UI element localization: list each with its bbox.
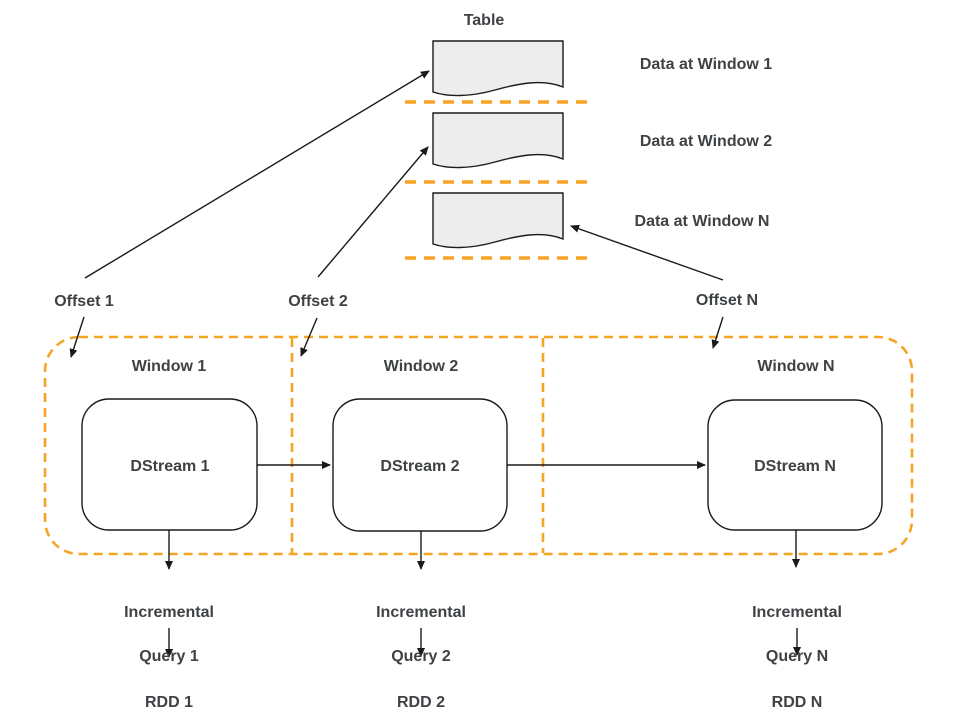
- table-title: Table: [463, 12, 505, 29]
- arrow-offsetn-to-windown: [711, 316, 724, 349]
- dstream-n-label: DStream N: [754, 458, 836, 475]
- document-shape-window-2: [432, 112, 564, 169]
- document-shape-window-1: [432, 40, 564, 97]
- rdd-n-label: RDD N generated: [722, 670, 872, 720]
- incremental-query-n-label: Incremental Query N: [722, 580, 872, 668]
- dstream-2-label: DStream 2: [380, 458, 460, 475]
- window-1-label: Window 1: [131, 358, 207, 375]
- offset-n-label: Offset N: [695, 292, 759, 309]
- query-n-line2: Query N: [765, 648, 829, 665]
- offset-1-label: Offset 1: [54, 293, 114, 310]
- query-2-line2: Query 2: [391, 648, 451, 665]
- arrow-offset2-to-window2: [300, 317, 318, 357]
- window-n-label: Window N: [757, 358, 835, 375]
- query-1-line2: Query 1: [139, 648, 199, 665]
- windows-container-dashed-box: [43, 335, 914, 556]
- rdd-n-line1: RDD N: [771, 694, 823, 711]
- rdd-1-line1: RDD 1: [144, 694, 193, 711]
- dstream-n-box: [707, 399, 883, 531]
- rdd-1-label: RDD 1 generated: [94, 670, 244, 720]
- offset-2-label: Offset 2: [288, 293, 348, 310]
- query-2-line1: Incremental: [376, 604, 466, 621]
- dstream-1-label: DStream 1: [130, 458, 210, 475]
- rdd-2-line1: RDD 2: [396, 694, 445, 711]
- document-shape-window-n: [432, 192, 564, 249]
- incremental-query-1-label: Incremental Query 1: [94, 580, 244, 668]
- query-1-line1: Incremental: [124, 604, 214, 621]
- arrow-offset1-to-doc1: [84, 70, 430, 279]
- data-at-window-n-label: Data at Window N: [634, 213, 770, 230]
- incremental-query-2-label: Incremental Query 2: [346, 580, 496, 668]
- data-at-window-2-label: Data at Window 2: [639, 133, 773, 150]
- rdd-2-label: RDD 2 generated: [346, 670, 496, 720]
- query-n-line1: Incremental: [752, 604, 842, 621]
- arrow-offsetn-to-docn: [570, 224, 724, 281]
- data-at-window-1-label: Data at Window 1: [639, 56, 773, 73]
- arrow-offset2-to-doc2: [317, 146, 429, 278]
- window-2-label: Window 2: [383, 358, 459, 375]
- arrow-offset1-to-window1: [69, 316, 85, 358]
